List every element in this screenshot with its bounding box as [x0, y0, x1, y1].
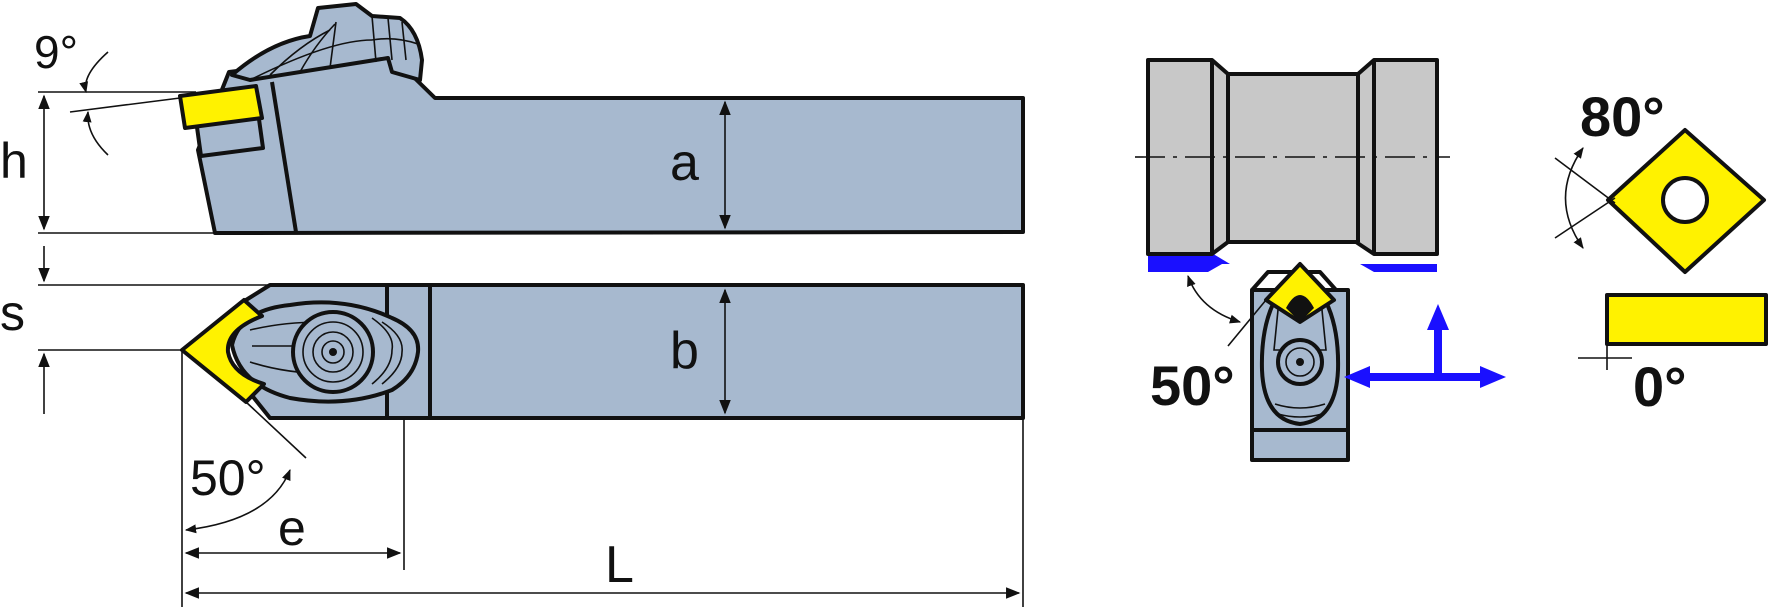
- head-line: [270, 81, 298, 233]
- approach-angle-label: 50°: [190, 450, 266, 506]
- insert-side: [178, 84, 264, 130]
- side-angle-label: 9°: [34, 26, 78, 78]
- screw-top: [291, 310, 375, 394]
- h-label: h: [0, 133, 28, 189]
- workpiece-view: 50°: [1135, 58, 1506, 462]
- insert-angle-label: 80°: [1580, 85, 1665, 148]
- clamp-side: [230, 2, 424, 82]
- side-view: 9° h a: [0, 2, 1025, 235]
- s-label: s: [0, 285, 25, 341]
- insert-top: [180, 298, 266, 404]
- workpiece-angle-label: 50°: [1150, 354, 1235, 417]
- e-label: e: [278, 500, 306, 556]
- clamp-lines: [249, 7, 419, 81]
- clearance-angle-label: 0°: [1633, 355, 1687, 418]
- insert-detail: 80° 0°: [1554, 85, 1768, 418]
- feed-arrows-icon: [1344, 304, 1506, 388]
- b-label: b: [670, 322, 699, 380]
- a-label: a: [670, 134, 699, 192]
- top-view: s b 50° e L: [0, 246, 1025, 607]
- L-label: L: [605, 536, 634, 594]
- insert-profile: [1605, 293, 1768, 346]
